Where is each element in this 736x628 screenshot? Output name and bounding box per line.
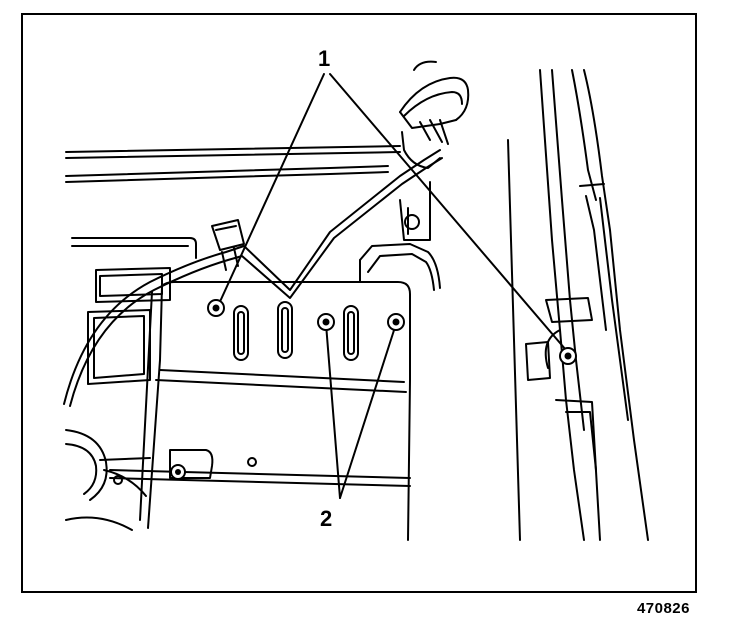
callout-label-2: 2 (320, 506, 332, 531)
right-pillar (507, 69, 649, 541)
figure-id: 470826 (636, 600, 690, 617)
nut-plate-center (317, 313, 335, 331)
fasteners (170, 299, 577, 480)
nut-plate-right (387, 313, 405, 331)
nut-lower-left (170, 464, 186, 480)
diagram-border (21, 13, 697, 593)
lower-small-bracket (169, 449, 257, 479)
mounting-plate (109, 281, 411, 541)
harness-grommet (399, 60, 470, 169)
plate-slots (233, 301, 359, 361)
callout-label-1: 1 (318, 46, 330, 71)
harness-connector-clip (211, 219, 245, 271)
lower-left-rail (65, 429, 151, 531)
nut-upper-left (207, 299, 225, 317)
central-bracket (359, 181, 441, 291)
callout-leaders (217, 73, 567, 499)
upper-panel-edge (65, 145, 401, 183)
nut-pillar (559, 347, 577, 365)
